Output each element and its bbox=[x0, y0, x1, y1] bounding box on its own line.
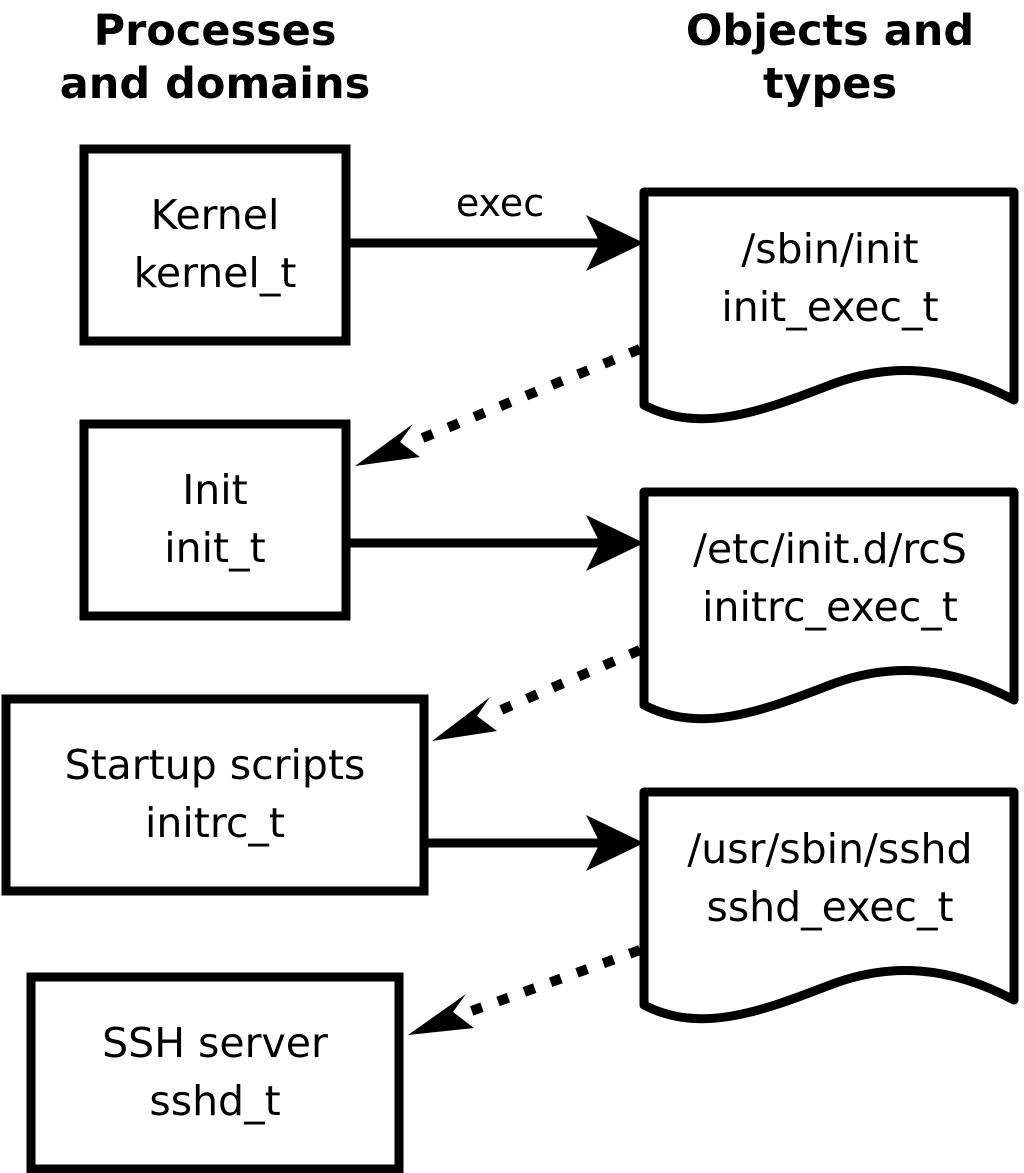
column-header-processes: Processes and domains bbox=[60, 6, 370, 109]
object-node-initrc_exec-line1: /etc/init.d/rcS bbox=[693, 525, 967, 573]
object-node-initrc_exec[interactable]: /etc/init.d/rcS initrc_exec_t bbox=[639, 487, 1019, 724]
edge-init_exec-transition-init bbox=[355, 344, 642, 466]
process-node-kernel-line2: kernel_t bbox=[134, 249, 297, 297]
object-node-initrc_exec-shape[interactable] bbox=[639, 487, 1019, 724]
column-header-processes-line2: and domains bbox=[60, 59, 370, 109]
edge-line-initrc-transition bbox=[485, 645, 642, 721]
edge-line-sshd-transition bbox=[464, 945, 642, 1018]
object-node-init_exec-shape[interactable] bbox=[639, 187, 1019, 424]
edge-initrc-exec-sshd_exec bbox=[428, 815, 644, 871]
process-node-init-box[interactable] bbox=[79, 419, 351, 621]
process-node-kernel-line1: Kernel bbox=[151, 191, 280, 239]
object-node-init_exec-line1: /sbin/init bbox=[741, 225, 918, 273]
arrowhead-init-transition bbox=[355, 424, 420, 466]
process-node-sshd-line2: sshd_t bbox=[149, 1077, 280, 1125]
edge-init-exec-initrc_exec bbox=[350, 515, 644, 571]
process-node-initrc-line2: initrc_t bbox=[145, 799, 285, 847]
edge-sshd_exec-transition-sshd bbox=[408, 945, 642, 1035]
process-node-sshd-box[interactable] bbox=[26, 972, 404, 1173]
arrowhead-initrc-exec bbox=[586, 815, 644, 871]
edge-label-exec: exec bbox=[456, 181, 544, 225]
column-header-objects: Objects and types bbox=[686, 6, 974, 109]
object-node-sshd_exec-shape[interactable] bbox=[639, 787, 1019, 1024]
arrowhead-kernel-exec bbox=[586, 215, 644, 271]
process-node-sshd[interactable]: SSH server sshd_t bbox=[26, 972, 404, 1173]
process-node-initrc[interactable]: Startup scripts initrc_t bbox=[1, 694, 429, 896]
process-node-kernel-box[interactable] bbox=[79, 144, 351, 346]
process-node-init[interactable]: Init init_t bbox=[79, 419, 351, 621]
process-node-initrc-line1: Startup scripts bbox=[65, 741, 366, 789]
object-node-init_exec-line2: init_exec_t bbox=[721, 283, 938, 331]
object-node-initrc_exec-line2: initrc_exec_t bbox=[702, 583, 958, 631]
edge-kernel-exec-init_exec: exec bbox=[350, 181, 644, 271]
column-header-objects-line2: types bbox=[763, 59, 897, 109]
process-node-kernel[interactable]: Kernel kernel_t bbox=[79, 144, 351, 346]
process-node-initrc-box[interactable] bbox=[1, 694, 429, 896]
process-node-sshd-line1: SSH server bbox=[102, 1019, 328, 1067]
object-node-sshd_exec-line2: sshd_exec_t bbox=[706, 883, 953, 931]
arrowhead-init-exec bbox=[586, 515, 644, 571]
column-header-objects-line1: Objects and bbox=[686, 6, 974, 56]
process-node-init-line2: init_t bbox=[164, 524, 265, 572]
edge-line-init-transition bbox=[406, 344, 642, 449]
object-node-sshd_exec[interactable]: /usr/sbin/sshd sshd_exec_t bbox=[639, 787, 1019, 1024]
process-node-init-line1: Init bbox=[182, 466, 248, 514]
arrowhead-sshd-transition bbox=[408, 994, 474, 1035]
object-node-sshd_exec-line1: /usr/sbin/sshd bbox=[687, 825, 972, 873]
edge-initrc_exec-transition-initrc bbox=[432, 645, 642, 741]
object-node-init_exec[interactable]: /sbin/init init_exec_t bbox=[639, 187, 1019, 424]
column-header-processes-line1: Processes bbox=[94, 6, 337, 56]
arrowhead-initrc-transition bbox=[432, 697, 497, 741]
